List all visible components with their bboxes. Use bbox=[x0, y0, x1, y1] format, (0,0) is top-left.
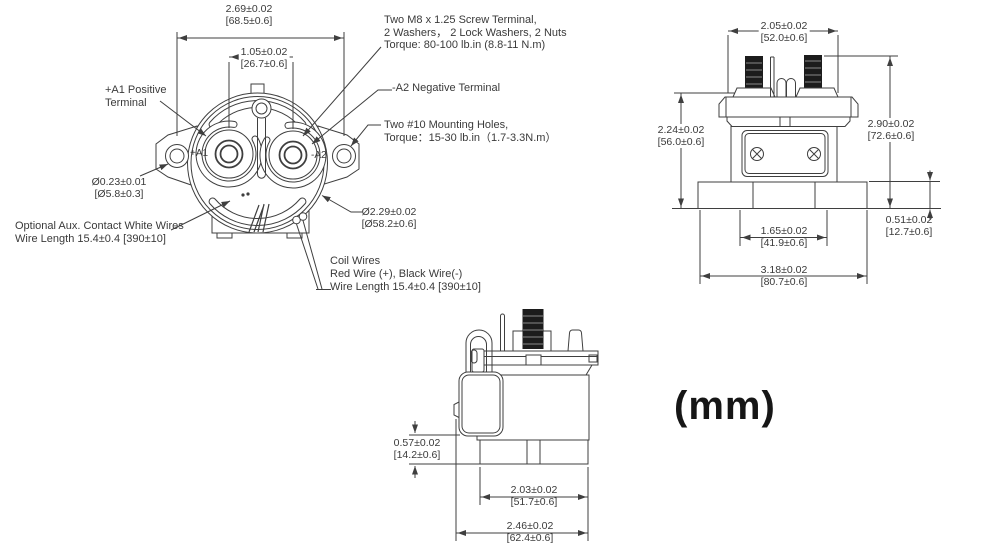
center-pin-side bbox=[770, 56, 775, 97]
screw-terminal-leader bbox=[302, 46, 382, 137]
screw-terminal-note: Two M8 x 1.25 Screw Terminal, 2 Washers，… bbox=[384, 14, 567, 51]
left-stud bbox=[745, 56, 763, 91]
plate-latch bbox=[525, 354, 542, 366]
dim-overall-width: 2.69±0.02 [68.5±0.6] bbox=[225, 3, 273, 27]
front-view-drawing bbox=[139, 32, 392, 290]
coil-wires-note: Coil Wires Red Wire (+), Black Wire(-) W… bbox=[330, 255, 481, 293]
housing-bump bbox=[453, 401, 460, 418]
aux-wires-leader bbox=[170, 200, 231, 231]
small-post bbox=[567, 329, 584, 352]
neg-terminal-label: -A2 Negative Terminal bbox=[392, 82, 501, 94]
cover-screw-left bbox=[750, 147, 764, 161]
dim-stud-spacing: 2.05±0.02 [52.0±0.6] bbox=[758, 20, 810, 44]
coil-wire-ends bbox=[292, 215, 301, 225]
dim-body-dia: Ø2.29±0.02 [Ø58.2±0.6] bbox=[361, 206, 417, 230]
side-base bbox=[697, 181, 868, 209]
twisted-wires bbox=[248, 203, 270, 233]
dim-mounting-hole-dia: Ø0.23±0.01 [Ø5.8±0.3] bbox=[91, 176, 147, 200]
dim-overall-depth: 2.46±0.02 [62.4±0.6] bbox=[506, 520, 554, 544]
dim-terminal-spacing: 1.05±0.02 [26.7±0.6] bbox=[238, 46, 290, 70]
leader-lines bbox=[139, 46, 392, 290]
wire-loops bbox=[776, 78, 796, 97]
dim-aux-offset: 0.57±0.02 [14.2±0.6] bbox=[393, 437, 441, 461]
front-view-dimension-lines bbox=[176, 32, 345, 136]
profile-view-drawing bbox=[409, 309, 599, 541]
front-foot-left bbox=[216, 232, 233, 239]
dim-foot-height: 0.51±0.02 [12.7±0.6] bbox=[885, 214, 933, 238]
coil-wires-leader bbox=[296, 220, 331, 290]
profile-stud bbox=[522, 309, 544, 349]
cover-plate bbox=[741, 130, 829, 177]
aux-contact-dots bbox=[241, 193, 245, 197]
terminal-a1-positive bbox=[204, 129, 254, 179]
right-terminal-channel bbox=[259, 121, 327, 189]
body-dia-leader bbox=[321, 195, 362, 213]
aux-contact-housing bbox=[458, 371, 504, 437]
hole-dia-leader bbox=[139, 163, 169, 177]
plate-end-cap bbox=[471, 348, 485, 373]
center-pin bbox=[251, 98, 272, 119]
pos-terminal-label: +A1 Positive Terminal bbox=[105, 84, 167, 109]
flange-upper bbox=[718, 96, 859, 118]
dim-overall-height: 2.90±0.02 [72.6±0.6] bbox=[865, 118, 917, 142]
side-view-drawing bbox=[672, 28, 941, 284]
mounting-holes-leader bbox=[350, 124, 381, 147]
center-slot bbox=[257, 118, 266, 179]
bottom-arc-band bbox=[208, 197, 307, 226]
left-terminal-channel bbox=[195, 120, 263, 188]
right-mounting-hole bbox=[332, 144, 356, 168]
mounting-holes-note: Two #10 Mounting Holes, Torque：15-30 lb.… bbox=[384, 119, 557, 144]
right-stud bbox=[804, 55, 822, 90]
right-stud-washer bbox=[795, 87, 839, 98]
flange-lower bbox=[726, 116, 851, 127]
terminal-a2-negative bbox=[268, 130, 318, 180]
profile-base bbox=[479, 439, 589, 465]
left-mounting-hole bbox=[165, 144, 189, 168]
terminal-a2-marking: -A2 bbox=[311, 150, 327, 161]
pos-terminal-leader bbox=[159, 100, 207, 137]
profile-view-dimension-lines bbox=[409, 419, 589, 541]
cover-screw-right bbox=[807, 147, 821, 161]
dim-mount-hole-spacing: 1.65±0.02 [41.9±0.6] bbox=[760, 225, 808, 249]
profile-pin bbox=[500, 313, 505, 351]
front-foot-right bbox=[286, 232, 303, 239]
dim-body-height: 2.24±0.02 [56.0±0.6] bbox=[655, 124, 707, 148]
neg-terminal-leader bbox=[311, 89, 392, 145]
side-body bbox=[730, 126, 838, 183]
terminal-a1-marking: +A1 bbox=[190, 148, 209, 159]
units-label: (mm) bbox=[674, 384, 776, 428]
wire-hook bbox=[465, 329, 493, 372]
left-stud-washer bbox=[732, 87, 776, 98]
dim-base-width: 3.18±0.02 [80.7±0.6] bbox=[760, 264, 808, 288]
dim-base-depth: 2.03±0.02 [51.7±0.6] bbox=[510, 484, 558, 508]
aux-contact-note: Optional Aux. Contact White Wires Wire L… bbox=[15, 220, 184, 245]
